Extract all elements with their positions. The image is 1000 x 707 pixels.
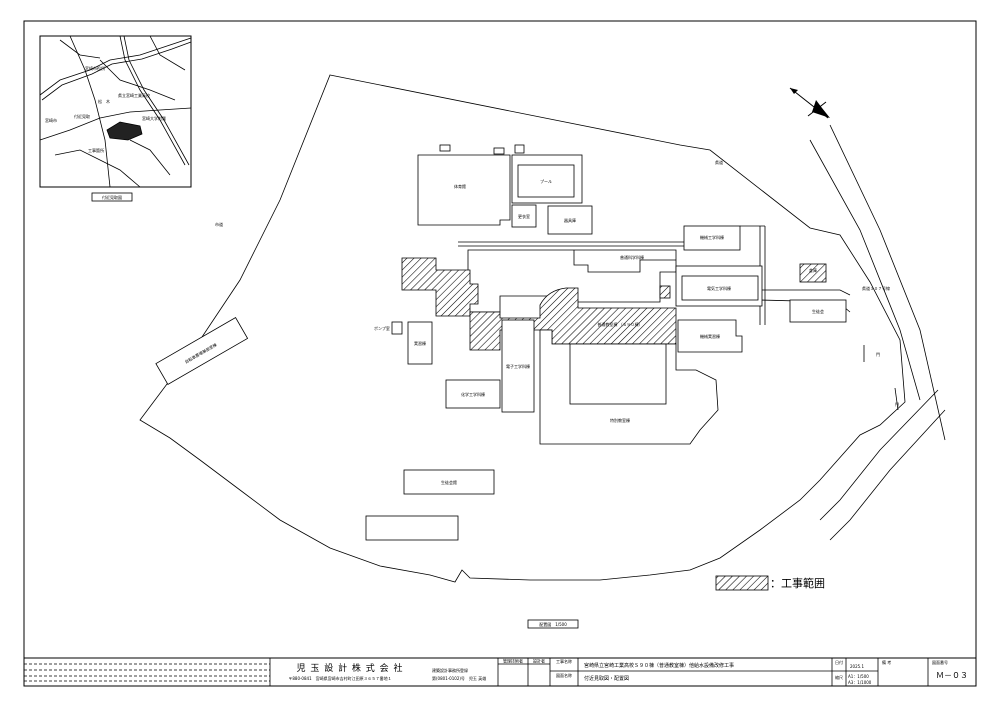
building-shop [365,515,459,541]
building-dorm [789,299,847,323]
building-label: 普通教室棟 （Ｓ９０棟） [597,321,642,327]
building-gym [417,144,511,226]
gate-label: 門 [895,402,899,407]
north-arrow-icon [789,87,830,119]
designer-label: 設計者 [533,658,545,664]
building-special [539,329,719,445]
building-pump [391,321,403,335]
building-label: 化学工学科棟 [461,391,485,397]
scale-a3: A3：1/1000 [848,680,872,685]
building-label: 機械工学科棟 [700,234,724,240]
building-outer [155,317,249,385]
project-name: 宮崎県立宮崎工業高校Ｓ９０棟（普通教室棟）他給水設備改修工事 [584,662,734,669]
building-label: 倉庫 [809,267,817,273]
building-annex-a [683,225,741,251]
building-pool [511,144,583,204]
legend-label: ：工事範囲 [770,576,825,590]
building-label: 更衣室 [518,213,530,219]
road-label: 県道３０７号線 [862,285,890,291]
building-label: 機械実習棟 [700,333,720,339]
building-label: 実習棟 [414,340,426,346]
building-label: ポンプ室 [374,325,390,331]
company-address: 〒880-0841 宮崎県宮崎市吉村町江田原３６５７番地１ [288,675,391,681]
date-label: 日付 [835,659,843,665]
building-label: 器具庫 [564,217,576,223]
building-annex-b [675,265,763,307]
work-scope-gate-building [799,263,827,283]
building-storage [547,205,593,235]
sheet-label: 図面番号 [932,659,948,665]
building-lab [407,321,433,365]
key-map-site-marker [106,121,143,141]
road-label: 県道 [715,159,723,165]
key-map-label: 宮崎市 [45,117,57,123]
registration-label: 建築設計事務所登録 [432,667,468,673]
building-machine [677,319,743,353]
building-label: 生徒会館 [441,479,457,485]
key-map: 宮崎市役所 県立宮崎工業高校 宮崎大学附属 付近見取 工事箇所 宮崎市 松 木 [39,35,192,188]
company-name: 児 玉 設 計 株 式 会 社 [296,662,403,674]
building-electronics [501,319,535,413]
building-label: プール [540,178,552,184]
sheet-number: Ｍ－０３ [936,671,968,680]
key-map-label: 付近見取 [74,113,90,119]
plan-caption: 配置図 1/500 [539,621,567,627]
key-map-label: 宮崎大学附属 [142,115,166,121]
building-label: 生徒会 [812,308,824,314]
building-field-house [403,469,495,495]
building-locker [511,204,537,228]
registration-number: 第(0801-0102)号 児玉 英雄 [432,675,486,681]
key-map-label: 松 木 [98,98,110,104]
road-label: 市道 [215,221,223,227]
building-label: 電気工学科棟 [707,285,731,291]
building-label: 電子工学科棟 [506,363,530,369]
road [759,124,946,541]
gate-label: 門 [876,352,880,357]
building-label: 普通科学科棟 [620,254,644,260]
note-label: 備 考 [882,659,891,665]
key-map-label: 県立宮崎工業高校 [118,92,150,98]
drawing-label: 図面名称 [556,672,572,678]
key-map-label: 宮崎市役所 [85,65,105,71]
site-boundary [139,74,906,583]
building-label: 体育館 [454,183,466,189]
title-block [23,657,977,687]
legend: ：工事範囲 [715,575,825,591]
checker-label: 管理技術者 [503,658,523,664]
scale-label: 縮尺 [835,674,843,680]
key-map-label: 工事箇所 [88,147,104,153]
drawing-name: 付近見取図・配置図 [584,675,629,682]
building-chem [445,379,501,409]
scale-a1: A1：1/500 [848,674,869,679]
project-label: 工事名称 [556,658,572,664]
work-scope-target [401,257,677,351]
date-value: 2025.1 [850,664,864,669]
building-label: 特別教室棟 [610,417,630,423]
key-map-caption: 付近見取図 [102,194,122,200]
